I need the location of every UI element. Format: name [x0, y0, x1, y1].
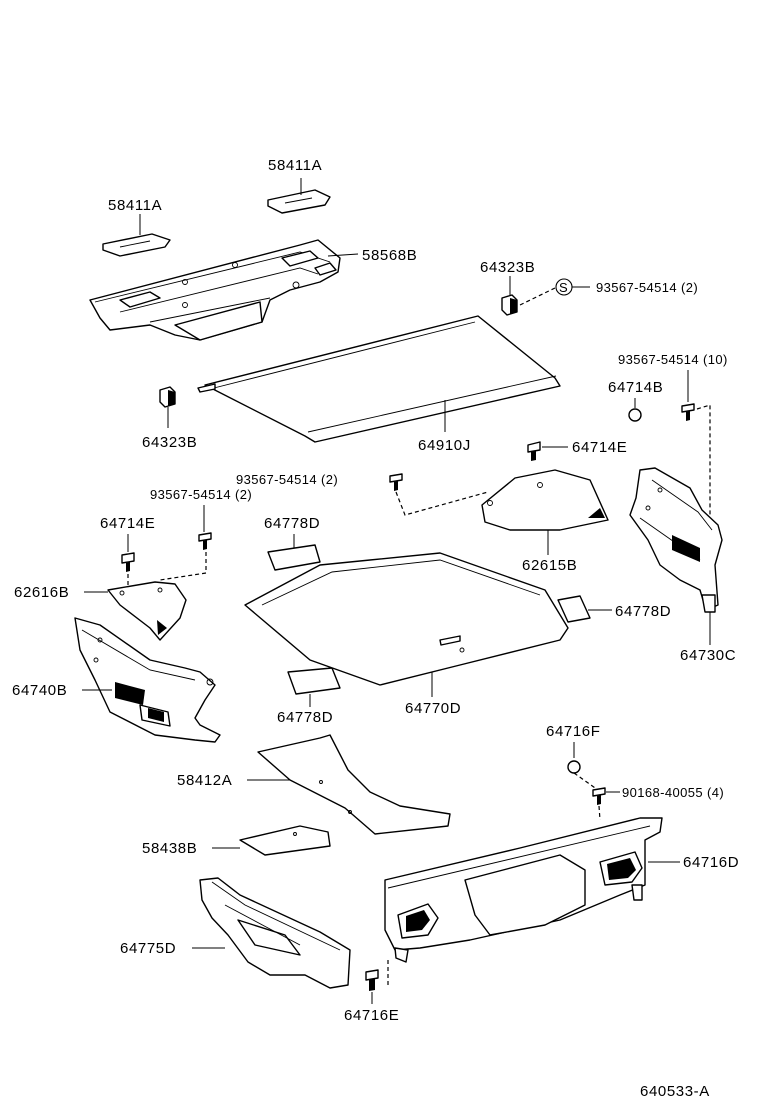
floor-board-58412a [257, 734, 451, 835]
screw-icon [592, 787, 606, 805]
label-93567-2-mid: 93567-54514 (2) [236, 472, 338, 487]
pad-58438b [239, 825, 331, 856]
screw-icon [389, 473, 403, 491]
pad-64778d-right [557, 595, 591, 623]
circle-s-icon: S [555, 278, 573, 296]
quarter-trim-62615b [481, 469, 609, 531]
quarter-trim-62616b [107, 581, 187, 641]
label-93567-2-top: 93567-54514 (2) [596, 280, 698, 295]
label-58411a-top: 58411A [268, 157, 322, 174]
trunk-mat-64770d [244, 552, 569, 686]
label-64716f: 64716F [546, 723, 600, 740]
label-64910j: 64910J [418, 437, 471, 454]
label-64778d-bottom: 64778D [277, 709, 333, 726]
clip-64714e-right [527, 441, 541, 461]
label-58412a: 58412A [177, 772, 232, 789]
clip-64323b-top [501, 294, 518, 316]
side-trim-64730c [629, 467, 723, 613]
back-panel-trim-64716d [384, 817, 663, 963]
label-64778d-top: 64778D [264, 515, 320, 532]
clip-64714e-left [121, 552, 135, 572]
label-58411a-left: 58411A [108, 197, 162, 214]
label-64740b: 64740B [12, 682, 67, 699]
label-64778d-right: 64778D [615, 603, 671, 620]
label-93567-10: 93567-54514 (10) [618, 352, 728, 367]
label-64730c: 64730C [680, 647, 736, 664]
label-64716e: 64716E [344, 1007, 399, 1024]
label-58438b: 58438B [142, 840, 197, 857]
label-62615b: 62615B [522, 557, 577, 574]
label-64714b: 64714B [608, 379, 663, 396]
screw-icon [198, 532, 212, 550]
label-62616b: 62616B [14, 584, 69, 601]
clip-64323b-bottom [159, 386, 176, 408]
side-trim-64740b [74, 617, 221, 743]
screw-icon [681, 403, 695, 421]
grommet-64714b [628, 408, 642, 422]
label-64770d: 64770D [405, 700, 461, 717]
pad-58411a-left [102, 233, 171, 257]
clip-64716e [365, 969, 379, 991]
label-64323b-top: 64323B [480, 259, 535, 276]
grommet-64716f [567, 760, 581, 774]
label-58568b: 58568B [362, 247, 417, 264]
label-90168: 90168-40055 (4) [622, 785, 724, 800]
pad-58411a-top [267, 189, 331, 214]
tonneau-cover-64910j [197, 315, 561, 443]
label-64714e-right: 64714E [572, 439, 627, 456]
svg-text:S: S [559, 280, 568, 295]
label-64714e-left: 64714E [100, 515, 155, 532]
storage-tray-64775d [199, 877, 351, 989]
package-tray-58568b [89, 239, 341, 341]
label-64716d: 64716D [683, 854, 739, 871]
pad-64778d-bottom [287, 667, 341, 695]
label-93567-2-left: 93567-54514 (2) [150, 487, 252, 502]
pad-64778d-top [267, 544, 321, 571]
label-64775d: 64775D [120, 940, 176, 957]
label-64323b-bottom: 64323B [142, 434, 197, 451]
diagram-code: 640533-A [640, 1083, 710, 1100]
